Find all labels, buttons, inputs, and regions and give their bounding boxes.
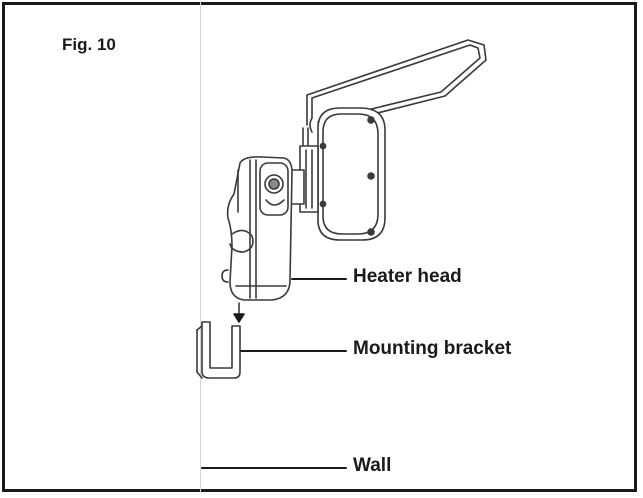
figure-frame <box>2 2 637 492</box>
heater-body <box>221 156 293 301</box>
heater-head-label: Heater head <box>353 266 462 287</box>
mounting-bracket <box>196 321 241 379</box>
down-arrow <box>233 302 245 323</box>
pivot-joint <box>285 145 319 213</box>
wall-line <box>200 2 201 492</box>
heater-panel <box>317 107 386 241</box>
leader-lines <box>201 278 347 469</box>
support-frame <box>302 39 487 149</box>
mounting-bracket-label: Mounting bracket <box>353 338 512 359</box>
figure-title: Fig. 10 <box>62 35 116 54</box>
wall-label: Wall <box>353 455 392 476</box>
